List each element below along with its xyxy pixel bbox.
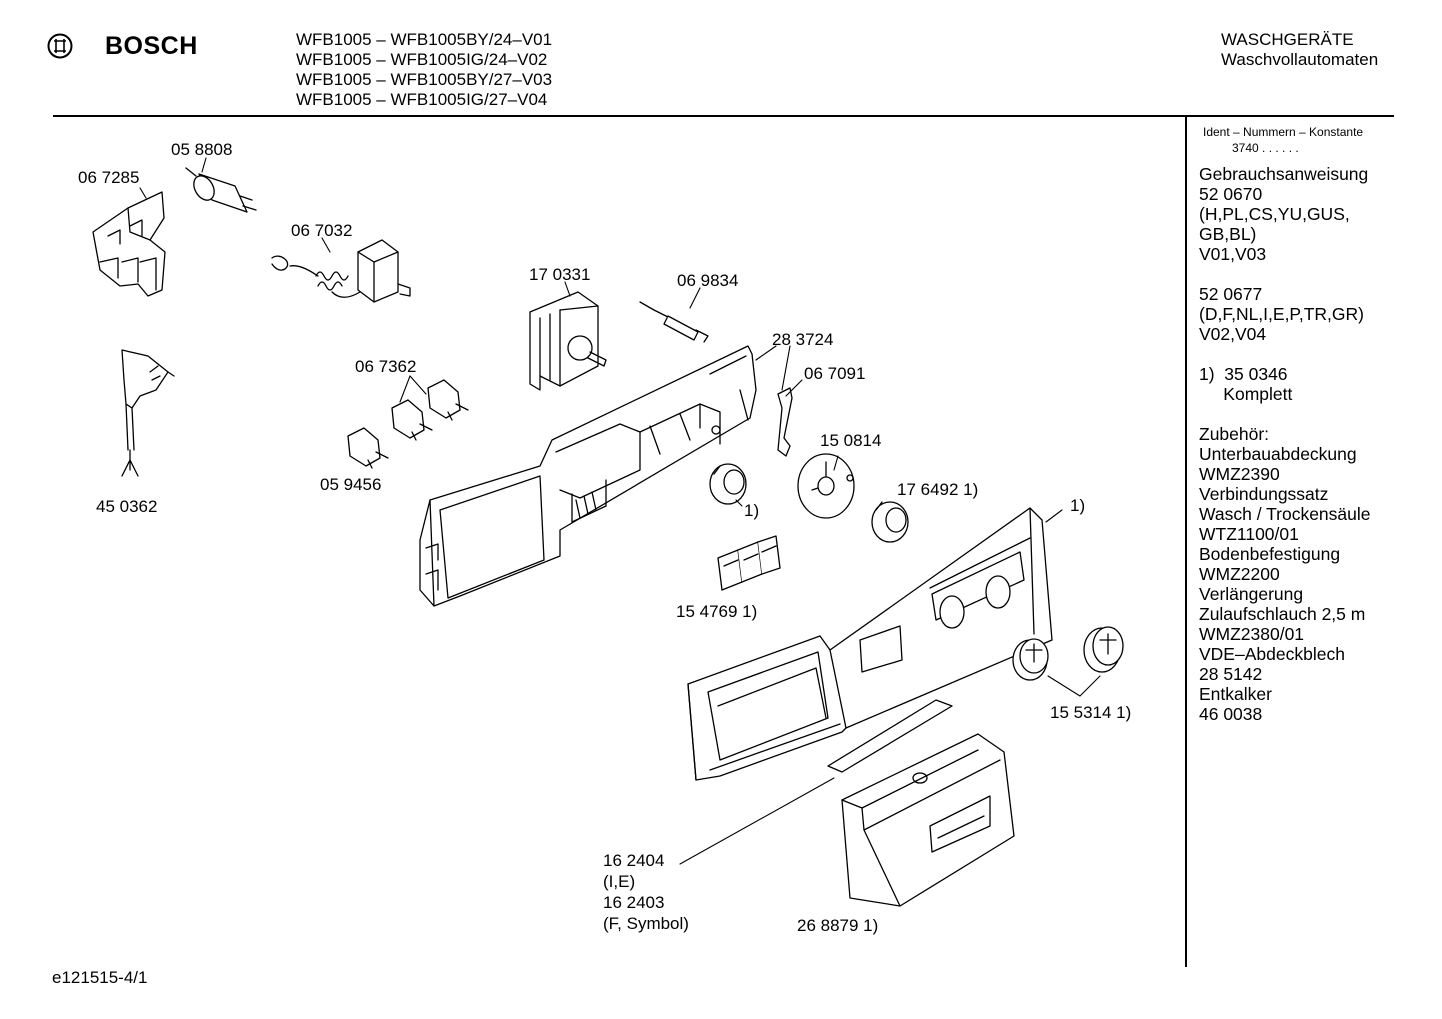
sidebar-note-line: 52 0670 bbox=[1199, 184, 1263, 204]
push-switch-part bbox=[391, 399, 433, 441]
brand-name: BOSCH bbox=[105, 32, 198, 60]
sidebar-note-line bbox=[1199, 264, 1371, 284]
sidebar-divider bbox=[1185, 117, 1187, 967]
sidebar-note-line: Wasch / Trockensäule bbox=[1199, 504, 1371, 524]
symbol-strip-part bbox=[827, 699, 953, 773]
sidebar-note-line: Zulaufschlauch 2,5 m bbox=[1199, 604, 1366, 624]
sidebar-note-line: (D,F,NL,I,E,P,TR,GR) bbox=[1199, 304, 1364, 324]
sidebar-note-line: V01,V03 bbox=[1199, 244, 1267, 264]
callout-176492: 17 6492 1) bbox=[897, 480, 979, 499]
knob-insert-part bbox=[871, 501, 909, 543]
indicator-lamp-part bbox=[639, 301, 709, 343]
control-panel-frame-part bbox=[419, 345, 757, 607]
sidebar-note-line bbox=[1199, 404, 1371, 424]
callout-170331: 17 0331 bbox=[529, 265, 591, 284]
program-knob-part bbox=[1012, 638, 1049, 681]
callout-kit-note: 1) bbox=[1070, 496, 1086, 515]
category-block: WASCHGERÄTE Waschvollautomaten bbox=[1221, 30, 1378, 70]
callout-268879: 26 8879 1) bbox=[797, 916, 879, 935]
programme-timer-part bbox=[529, 291, 607, 391]
sidebar-note-line: Verbindungssatz bbox=[1199, 484, 1329, 504]
callout-067091: 06 7091 bbox=[804, 364, 866, 383]
sidebar-note-line: VDE–Abdeckblech bbox=[1199, 644, 1345, 664]
callout-155314: 15 5314 1) bbox=[1050, 703, 1132, 722]
sidebar-note-line: 52 0677 bbox=[1199, 284, 1263, 304]
light-guide-part bbox=[777, 387, 793, 457]
category-subtitle: Waschvollautomaten bbox=[1221, 50, 1379, 69]
callout-154769: 15 4769 1) bbox=[676, 602, 758, 621]
category-title: WASCHGERÄTE bbox=[1221, 30, 1354, 49]
callout-067362: 06 7362 bbox=[355, 357, 417, 376]
sidebar-note-line: Entkalker bbox=[1199, 684, 1272, 704]
leader-lines bbox=[139, 157, 1101, 865]
model-list: WFB1005 – WFB1005BY/24–V01 WFB1005 – WFB… bbox=[296, 30, 552, 110]
selector-dial-part bbox=[797, 453, 855, 519]
ident-label: Ident – Nummern – Konstante bbox=[1203, 125, 1364, 139]
sidebar-note-line: GB,BL) bbox=[1199, 224, 1257, 244]
sidebar-note-line: Zubehör: bbox=[1199, 424, 1270, 444]
callout-kit-note: 1) bbox=[744, 501, 760, 520]
sidebar-note-line: Verlängerung bbox=[1199, 584, 1304, 604]
ident-value: 3740 . . . . . . bbox=[1232, 141, 1299, 155]
callout-150814: 15 0814 bbox=[820, 431, 882, 450]
sidebar-note-line: Gebrauchsanweisung bbox=[1199, 164, 1369, 184]
sidebar-note-line: Unterbauabdeckung bbox=[1199, 444, 1357, 464]
push-buttons-part bbox=[717, 535, 781, 591]
knob-hub-part bbox=[709, 463, 747, 505]
callout-450362: 45 0362 bbox=[96, 497, 158, 516]
terminal-block-part bbox=[92, 191, 166, 297]
document-id: e121515-4/1 bbox=[52, 968, 148, 987]
sidebar-note-line: 1) 35 0346 bbox=[1199, 364, 1288, 384]
push-switch-part bbox=[347, 427, 389, 469]
model-line: WFB1005 – WFB1005IG/27–V04 bbox=[296, 90, 548, 109]
callout-058808: 05 8808 bbox=[171, 140, 233, 159]
callout-162403: 16 2403 bbox=[603, 893, 665, 912]
callout-162403-variant: (F, Symbol) bbox=[603, 914, 689, 933]
exploded-parts-diagram bbox=[92, 157, 1124, 907]
sidebar-note-line: (H,PL,CS,YU,GUS, bbox=[1199, 204, 1350, 224]
callout-069834: 06 9834 bbox=[677, 271, 739, 290]
callout-162404-variant: (I,E) bbox=[603, 872, 636, 891]
sidebar-note-line: 28 5142 bbox=[1199, 664, 1263, 684]
sidebar-note-line: V02,V04 bbox=[1199, 324, 1267, 344]
front-fascia-part bbox=[687, 507, 1053, 781]
sidebar-note-line: WMZ2380/01 bbox=[1199, 624, 1305, 644]
callout-059456: 05 9456 bbox=[320, 475, 382, 494]
thermostat-part bbox=[271, 239, 411, 303]
model-line: WFB1005 – WFB1005BY/27–V03 bbox=[296, 70, 553, 89]
sidebar-note-line: 46 0038 bbox=[1199, 704, 1263, 724]
push-switch-part bbox=[427, 379, 469, 421]
capacitor-part bbox=[185, 167, 257, 213]
sidebar-note-line: WMZ2200 bbox=[1199, 564, 1280, 584]
callout-162404: 16 2404 bbox=[603, 851, 665, 870]
callout-067032: 06 7032 bbox=[291, 221, 353, 240]
sidebar-note-line: WTZ1100/01 bbox=[1199, 524, 1299, 544]
sidebar-note-line: WMZ2390 bbox=[1199, 464, 1280, 484]
sidebar-note-line bbox=[1199, 344, 1371, 364]
detergent-drawer-part bbox=[841, 733, 1015, 907]
model-line: WFB1005 – WFB1005IG/24–V02 bbox=[296, 50, 548, 69]
header-divider bbox=[53, 115, 1394, 117]
callout-067285: 06 7285 bbox=[78, 168, 140, 187]
mains-plug-part bbox=[121, 349, 175, 477]
bosch-logo-icon bbox=[47, 33, 73, 59]
callout-283724: 28 3724 bbox=[772, 330, 834, 349]
sidebar-note-line: Bodenbefestigung bbox=[1199, 544, 1341, 564]
program-knob-part bbox=[1083, 626, 1124, 673]
sidebar-note-line: Komplett bbox=[1199, 384, 1293, 404]
model-line: WFB1005 – WFB1005BY/24–V01 bbox=[296, 30, 553, 49]
